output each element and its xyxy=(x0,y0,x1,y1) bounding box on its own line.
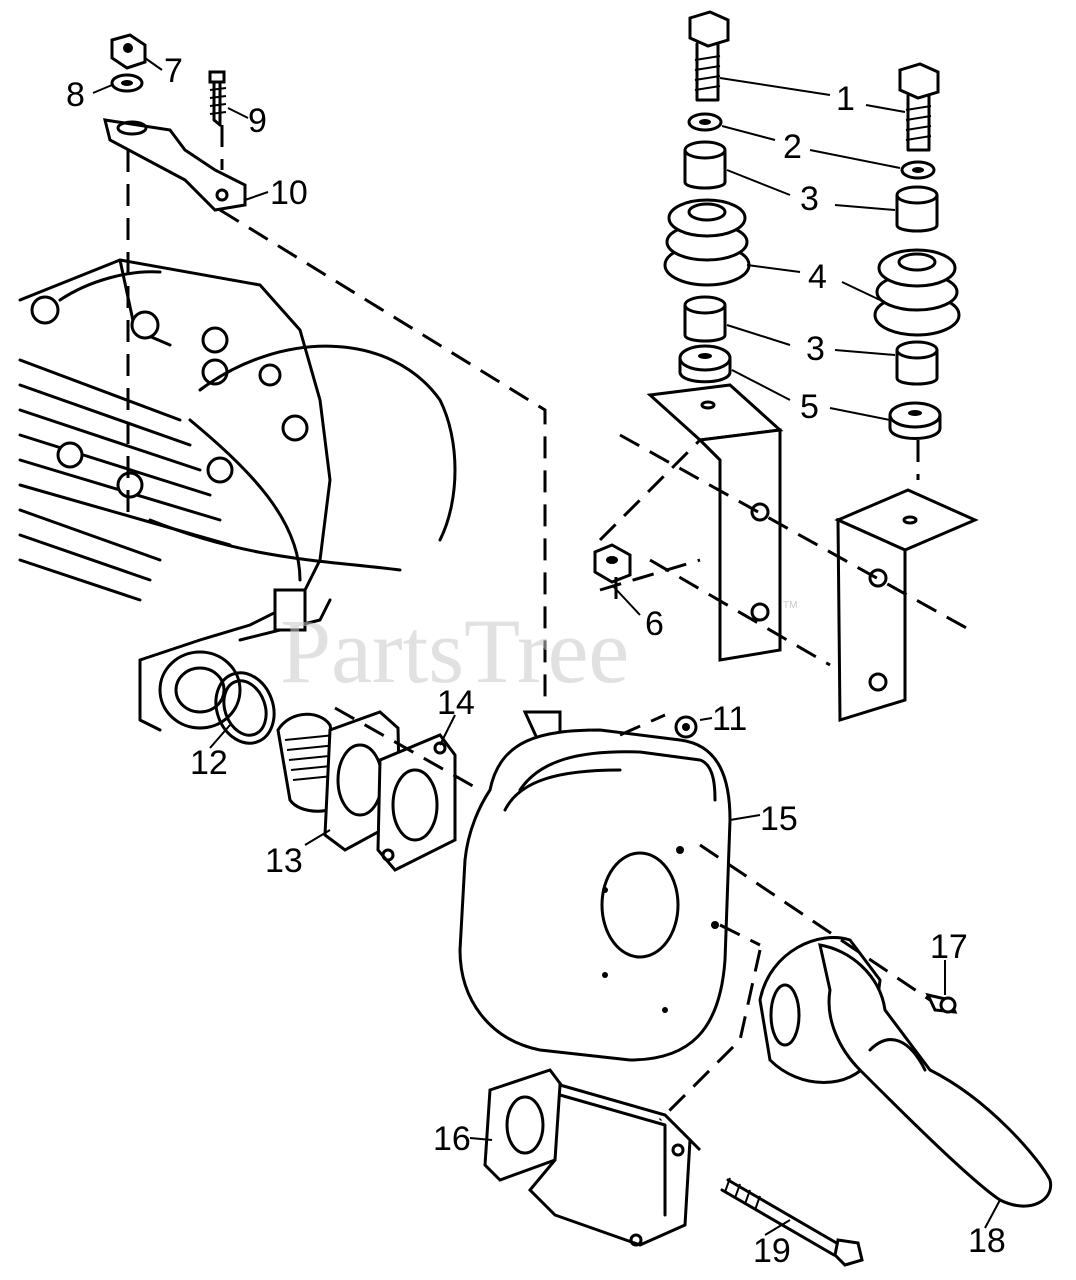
callout-5: 5 xyxy=(800,388,819,426)
watermark-tm: TM xyxy=(783,600,797,611)
callout-8: 8 xyxy=(66,76,85,114)
watermark-text: PartsTree xyxy=(280,600,629,702)
mounting-bracket-left xyxy=(646,383,784,662)
leader-lines xyxy=(92,57,1001,1236)
part-5-bushings xyxy=(678,344,942,440)
assembly-lines xyxy=(126,125,971,1152)
callout-7: 7 xyxy=(164,52,183,90)
part-1-bolt-right xyxy=(898,62,940,152)
callout-11: 11 xyxy=(712,700,747,738)
part-1-bolt-left xyxy=(688,10,730,102)
part-7-nut xyxy=(110,33,147,70)
part-12-ring xyxy=(214,671,276,745)
part-16-gasket-bracket xyxy=(483,1068,692,1247)
part-17-screw xyxy=(925,992,958,1014)
part-11-nut xyxy=(674,715,698,739)
callout-13: 13 xyxy=(265,842,303,880)
part-19-bolt xyxy=(720,1177,864,1267)
part-6-nut xyxy=(593,543,632,584)
part-8-washer xyxy=(110,73,144,93)
callout-16: 16 xyxy=(433,1120,471,1158)
callout-2: 2 xyxy=(783,128,802,166)
part-14-gasket xyxy=(376,733,457,872)
watermark: PartsTree TM xyxy=(280,600,797,702)
part-4-grommets xyxy=(663,198,961,337)
callout-18: 18 xyxy=(968,1222,1006,1260)
callout-19: 19 xyxy=(753,1232,791,1270)
callout-3-upper: 3 xyxy=(800,180,819,218)
part-15-muffler xyxy=(458,710,732,1062)
engine-cylinder-head xyxy=(18,258,457,732)
part-10-bracket xyxy=(102,118,247,212)
callout-14: 14 xyxy=(437,684,475,722)
callout-labels: 1 2 3 3 4 5 6 7 8 9 10 11 12 13 14 15 16… xyxy=(66,52,1006,1270)
part-18-tailpipe xyxy=(758,936,1053,1208)
callout-4: 4 xyxy=(808,258,827,296)
callout-9: 9 xyxy=(248,102,267,140)
callout-3-lower: 3 xyxy=(806,330,825,368)
callout-6: 6 xyxy=(645,605,664,643)
callout-1: 1 xyxy=(836,80,855,118)
callout-17: 17 xyxy=(930,928,968,966)
callout-12: 12 xyxy=(190,744,228,782)
part-2-washers xyxy=(687,112,936,180)
mounting-bracket-right xyxy=(834,488,979,723)
part-9-screw xyxy=(208,70,227,127)
callout-15: 15 xyxy=(760,800,798,838)
part-3-spacers xyxy=(683,140,939,386)
callout-10: 10 xyxy=(270,174,308,212)
